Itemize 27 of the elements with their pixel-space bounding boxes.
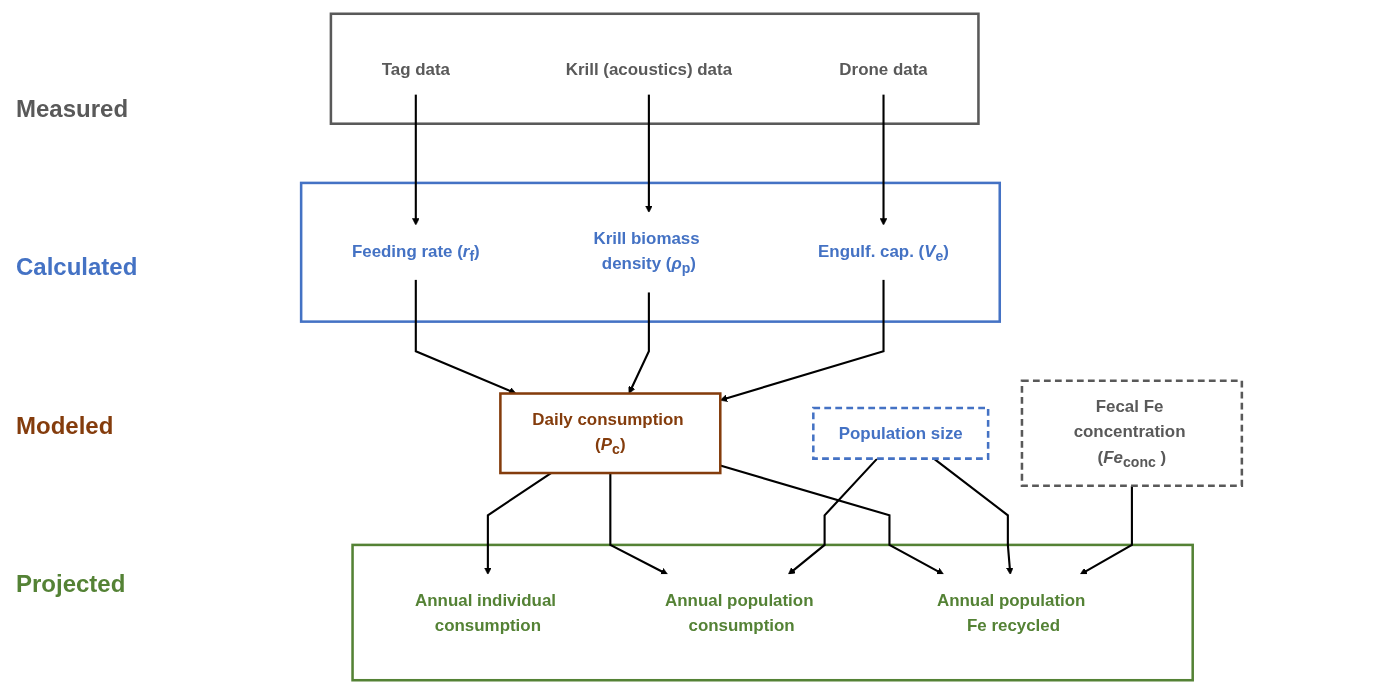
cluster bbox=[329, 12, 980, 125]
arrow bbox=[1079, 485, 1133, 575]
row-label: Projected bbox=[16, 569, 127, 598]
row-label: Modeled bbox=[16, 411, 115, 440]
arrow bbox=[628, 291, 650, 394]
node-text: Engulf. cap. (V$_{e}$) bbox=[818, 240, 949, 264]
arrow bbox=[720, 464, 945, 575]
node-text: Annual population consumption bbox=[665, 590, 814, 635]
row-label: Calculated bbox=[16, 253, 139, 282]
node-text: Feeding rate (r$_{f}$) bbox=[351, 240, 480, 264]
node-text: Tag data bbox=[381, 58, 450, 78]
arrow bbox=[645, 93, 653, 213]
cluster bbox=[299, 181, 1001, 323]
node-text: Drone data bbox=[839, 58, 928, 78]
arrow bbox=[879, 93, 888, 226]
cluster bbox=[351, 543, 1194, 681]
node-text: Krill (acoustics) data bbox=[565, 58, 733, 78]
arrow bbox=[414, 278, 517, 394]
node-text: Annual population Fe recycled bbox=[936, 590, 1086, 635]
node-text: Annual individual consumption bbox=[415, 590, 556, 635]
node-box: Fecal Fe concentration (Fe$_{conc}$ ) bbox=[1020, 379, 1244, 487]
arrow bbox=[609, 472, 669, 575]
node-box: Daily consumption (P$_{c}$) bbox=[499, 391, 722, 474]
node-box: Population size bbox=[812, 406, 990, 460]
row-label: Measured bbox=[16, 95, 130, 124]
node-text: Krill biomass density (ρ$_{p}$) bbox=[593, 228, 700, 277]
arrow bbox=[412, 93, 420, 226]
